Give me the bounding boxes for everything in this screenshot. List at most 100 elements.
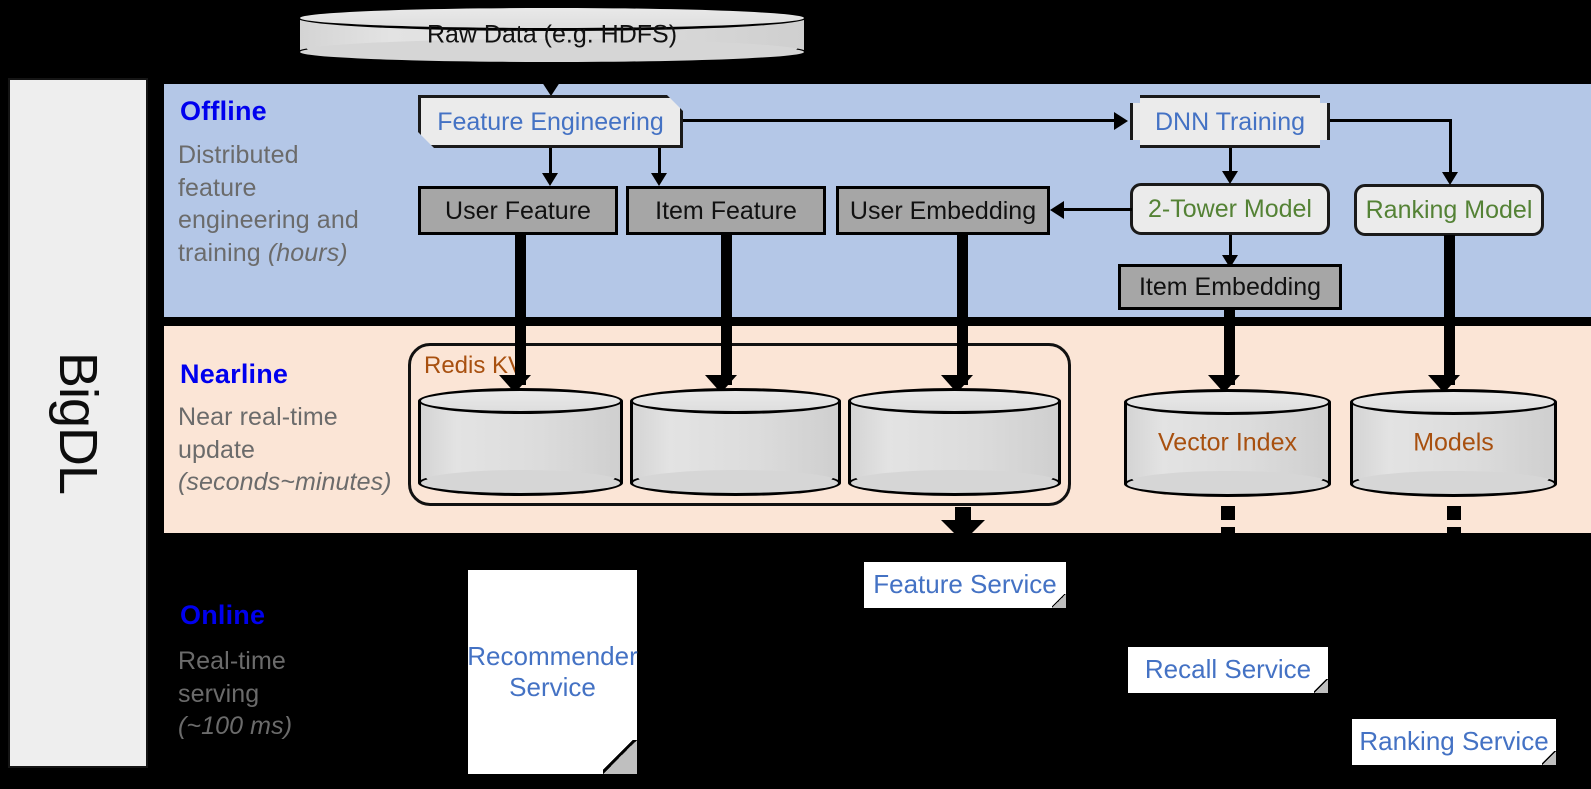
arrowhead-2tower-userembedding xyxy=(1050,201,1064,219)
arrowhead-featureservice xyxy=(941,520,985,542)
connector-vectorindex-dash-2 xyxy=(1221,527,1235,541)
connector-models-dash-2 xyxy=(1447,527,1461,541)
connector-rawdata-fe xyxy=(547,62,556,84)
connector-fe-item-feature xyxy=(658,148,661,177)
redis-kv-label: Redis KV xyxy=(424,352,525,379)
stage-desc-offline: Distributed feature engineering and trai… xyxy=(178,139,388,269)
connector-dnn-ranking-h xyxy=(1330,119,1452,122)
recommender-service-label-line-2: Service xyxy=(509,672,596,702)
bigdl-label: BigDL xyxy=(48,351,108,495)
arrowhead-dnn-ranking xyxy=(1442,172,1458,185)
node-user-embedding[interactable]: User Embedding xyxy=(836,186,1050,235)
cylinder-bottom xyxy=(1124,471,1331,497)
offline-desc-line-4: training (hours) xyxy=(178,237,388,270)
store-user-feature-cylinder[interactable] xyxy=(418,388,623,496)
online-latency: (~100 ms) xyxy=(178,710,398,743)
recommender-service-box[interactable]: Recommender Service xyxy=(467,570,638,774)
stage-title-offline: Offline xyxy=(180,96,267,126)
node-feature-engineering-label: Feature Engineering xyxy=(437,107,664,136)
node-feature-engineering[interactable]: Feature Engineering xyxy=(418,95,683,148)
models-cylinder[interactable]: Models xyxy=(1350,389,1557,497)
page-fold-icon xyxy=(1542,751,1556,765)
connector-2tower-userembedding xyxy=(1064,208,1132,211)
stage-desc-nearline: Near real-time update (seconds~minutes) xyxy=(178,401,403,499)
cylinder-bottom xyxy=(1350,471,1557,497)
connector-models-dash-1 xyxy=(1447,506,1461,520)
stage-title-online: Online xyxy=(180,600,266,630)
page-fold-icon xyxy=(603,740,637,774)
connector-dnn-ranking-v xyxy=(1449,119,1452,177)
arrowhead-dnn-2tower xyxy=(1222,171,1238,184)
cylinder-bottom xyxy=(630,470,841,496)
node-2-tower-model[interactable]: 2-Tower Model xyxy=(1130,183,1330,235)
offline-desc-line-3: engineering and xyxy=(178,206,359,234)
page-fold-icon xyxy=(1314,679,1328,693)
node-user-feature-label: User Feature xyxy=(445,196,591,225)
node-item-feature[interactable]: Item Feature xyxy=(626,186,826,235)
node-user-embedding-label: User Embedding xyxy=(849,196,1037,225)
nearline-latency: (seconds~minutes) xyxy=(178,466,403,499)
node-2-tower-model-label: 2-Tower Model xyxy=(1148,195,1312,223)
online-desc-line-1: Real-time xyxy=(178,647,286,675)
stage-desc-online: Real-time serving (~100 ms) xyxy=(178,645,398,743)
arrowhead-fe-dnn xyxy=(1114,112,1128,130)
online-latency-text: (~100 ms) xyxy=(178,712,293,740)
recall-service-label: Recall Service xyxy=(1144,654,1312,685)
recall-service-box[interactable]: Recall Service xyxy=(1128,647,1328,693)
node-item-embedding[interactable]: Item Embedding xyxy=(1118,264,1342,310)
node-ranking-model[interactable]: Ranking Model xyxy=(1354,184,1544,236)
connector-vectorindex-dash-1 xyxy=(1221,506,1235,520)
pipe-ranking-model-models xyxy=(1444,235,1455,385)
node-item-embedding-label: Item Embedding xyxy=(1138,273,1322,301)
cylinder-top xyxy=(630,388,841,414)
connector-dnn-2tower xyxy=(1229,148,1232,176)
offline-latency: (hours) xyxy=(267,238,348,267)
models-label: Models xyxy=(1413,428,1494,457)
cylinder-top xyxy=(1124,389,1331,415)
node-dnn-training-label: DNN Training xyxy=(1154,107,1306,136)
pipe-user-embedding xyxy=(957,235,968,385)
raw-data-cylinder: Raw Data (e.g. HDFS) xyxy=(297,5,807,65)
recommender-service-label-line-1: Recommender xyxy=(467,640,638,671)
feature-service-box[interactable]: Feature Service xyxy=(864,562,1066,608)
cylinder-top xyxy=(1350,389,1557,415)
cylinder-bottom xyxy=(418,470,623,496)
arrowhead-fe-item-feature xyxy=(651,173,667,186)
node-user-feature[interactable]: User Feature xyxy=(418,186,618,235)
store-item-feature-cylinder[interactable] xyxy=(630,388,841,496)
cylinder-bottom xyxy=(848,470,1061,496)
cylinder-top xyxy=(418,388,623,414)
cylinder-top xyxy=(297,5,807,31)
connector-2tower-itemembedding xyxy=(1229,235,1232,262)
feature-service-label: Feature Service xyxy=(873,569,1057,600)
raw-data-label: Raw Data (e.g. HDFS) xyxy=(426,20,678,49)
node-ranking-model-label: Ranking Model xyxy=(1365,196,1533,224)
arrowhead-fe-user-feature xyxy=(542,173,558,186)
store-user-embedding-cylinder[interactable] xyxy=(848,388,1061,496)
offline-desc-line-2: feature xyxy=(178,173,257,202)
nearline-desc-line-2: update xyxy=(178,435,256,464)
node-dnn-training[interactable]: DNN Training xyxy=(1130,95,1330,148)
nearline-desc-line-1: Near real-time xyxy=(178,403,338,431)
redis-kv-container xyxy=(408,343,1071,506)
stage-title-nearline: Nearline xyxy=(180,359,289,389)
online-desc-line-2: serving xyxy=(178,679,260,708)
connector-featurestore-featureservice xyxy=(955,507,971,523)
bigdl-framework-band: BigDL xyxy=(8,78,148,768)
pipe-user-feature xyxy=(515,235,526,385)
vector-index-label: Vector Index xyxy=(1158,428,1297,457)
vector-index-cylinder[interactable]: Vector Index xyxy=(1124,389,1331,497)
nearline-latency-text: (seconds~minutes) xyxy=(178,468,392,496)
cylinder-top xyxy=(848,388,1061,414)
ranking-service-box[interactable]: Ranking Service xyxy=(1352,719,1556,765)
node-item-feature-label: Item Feature xyxy=(655,196,797,225)
arrowhead-rawdata-fe xyxy=(538,76,564,96)
page-fold-icon xyxy=(1052,594,1066,608)
pipe-item-feature xyxy=(721,235,732,385)
pipe-item-embedding-vector-index xyxy=(1224,310,1235,385)
connector-fe-dnn xyxy=(683,119,1114,122)
ranking-service-label: Ranking Service xyxy=(1359,726,1549,757)
offline-desc-line-1: Distributed xyxy=(178,141,299,169)
offline-desc-line-4-text: training xyxy=(178,238,268,267)
